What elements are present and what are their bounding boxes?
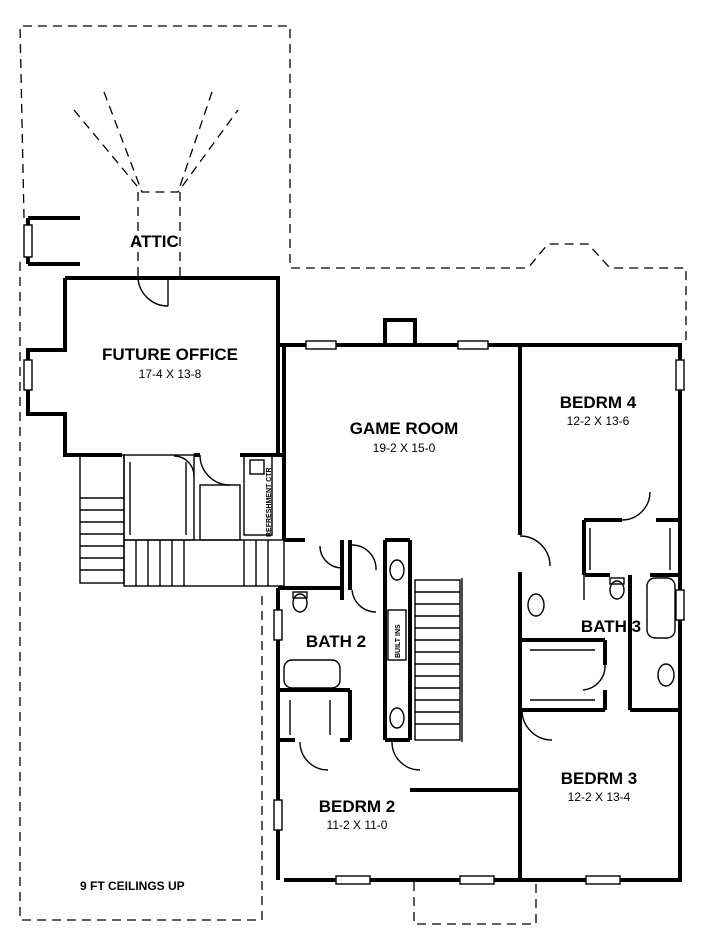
interior-details: [23, 224, 685, 885]
bedrm4-label: BEDRM 4: [560, 393, 637, 412]
bedrm4-size: 12-2 X 13-6: [567, 414, 630, 428]
game-room-size: 19-2 X 15-0: [373, 441, 436, 455]
builtins-label: BUILT INS: [395, 624, 402, 658]
ceilings-note: 9 FT CEILINGS UP: [80, 879, 185, 893]
future-office-label: FUTURE OFFICE: [102, 345, 238, 364]
attic-outline: [19, 25, 687, 925]
bedrm2-size: 11-2 X 11-0: [327, 818, 388, 832]
bedrm3-label: BEDRM 3: [561, 769, 638, 788]
refreshment-label: REFRESHMENT CTR: [266, 467, 273, 537]
future-office-size: 17-4 X 13-8: [139, 367, 202, 381]
bedrm2-label: BEDRM 2: [319, 797, 396, 816]
attic-label: ATTIC: [130, 232, 179, 251]
bath3-label: BATH 3: [581, 617, 641, 636]
bath2-label: BATH 2: [306, 632, 366, 651]
bedrm3-size: 12-2 X 13-4: [568, 790, 631, 804]
game-room-label: GAME ROOM: [350, 419, 459, 438]
